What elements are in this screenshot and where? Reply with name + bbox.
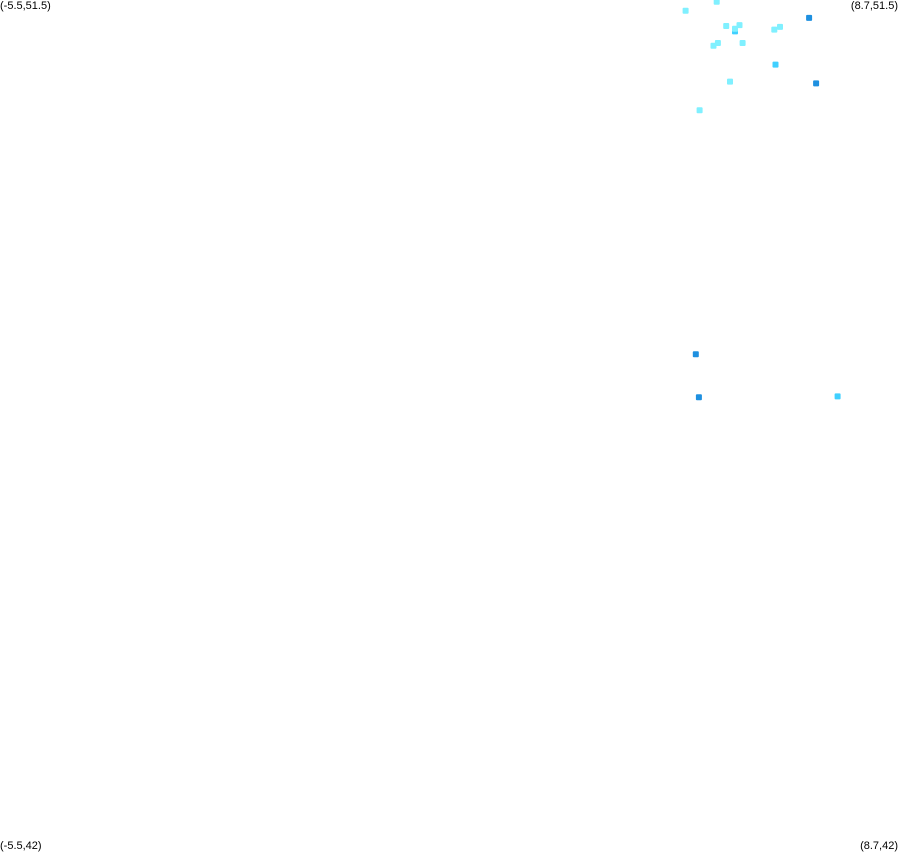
data-point-17 bbox=[692, 351, 699, 358]
corner-label-bottom-right: (8.7,42) bbox=[860, 840, 898, 852]
data-point-6 bbox=[732, 25, 738, 32]
data-point-12 bbox=[739, 40, 746, 46]
corner-label-bottom-left: (-5.5,42) bbox=[0, 840, 42, 852]
corner-label-top-left: (-5.5,51.5) bbox=[0, 0, 51, 12]
data-point-18 bbox=[695, 394, 702, 401]
data-point-13 bbox=[772, 61, 779, 68]
data-point-4 bbox=[736, 22, 743, 29]
data-point-7 bbox=[771, 26, 778, 33]
data-point-14 bbox=[727, 78, 733, 85]
data-point-1 bbox=[713, 0, 720, 5]
data-point-15 bbox=[813, 80, 820, 87]
data-point-9 bbox=[806, 14, 813, 21]
data-point-11 bbox=[710, 42, 717, 49]
data-point-3 bbox=[723, 23, 730, 29]
data-point-2 bbox=[682, 7, 689, 14]
data-point-16 bbox=[696, 107, 703, 114]
data-point-19 bbox=[834, 393, 841, 400]
data-point-8 bbox=[777, 23, 783, 30]
corner-label-top-right: (8.7,51.5) bbox=[850, 0, 898, 12]
